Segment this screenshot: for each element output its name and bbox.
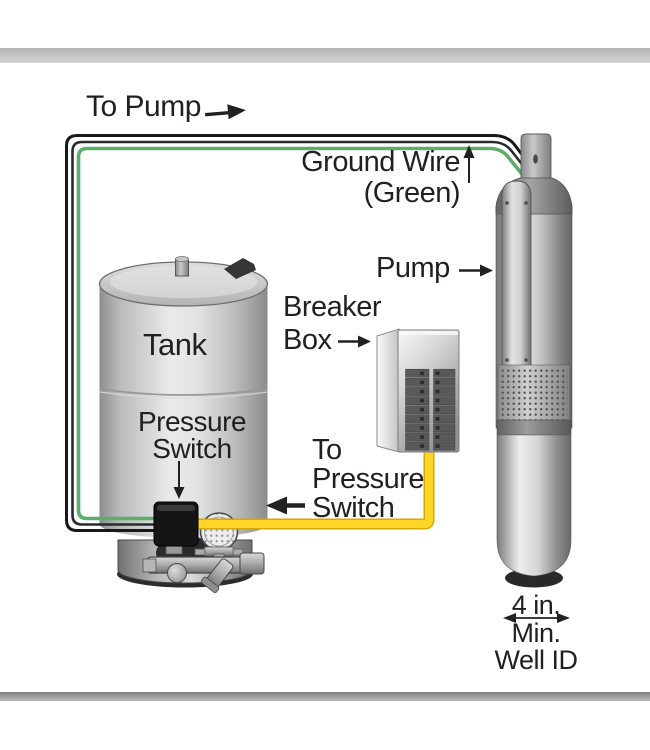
ground-wire-label-line1: Ground Wire [301,146,460,178]
tank-seam [99,388,268,396]
pump-discharge-cap [520,133,552,183]
tank-air-valve [175,256,189,277]
pipe-fitting-right [239,552,265,575]
pressure-switch-arrow-down-icon [173,461,185,499]
pressure-switch-label-line2: Switch [152,433,232,464]
annotation-arrows [173,104,570,623]
to-pressure-switch-label: To Pressure Switch [312,434,425,524]
ground-wire-arrow-up-icon [463,145,475,183]
breaker-box-label-line2: Box [283,324,332,356]
to-pressure-switch-arrow-left-icon [266,496,305,515]
hot-wire-inner [71,140,530,526]
pump-arrow-right-icon [459,264,493,277]
valve-ball [167,563,187,583]
pump-coupling-band [496,419,572,436]
well-width-double-arrow-icon [503,613,570,623]
pressure-switch-box [153,501,199,555]
breaker-box-arrow-right-icon [338,335,371,348]
pump-motor [496,434,572,577]
well-id-label-line1: 4 in. [511,590,561,620]
ground-wire-label: Ground Wire (Green) [250,147,460,209]
pipe-fitting-left [142,558,157,573]
pressure-switch-label: Pressure Switch [112,406,272,464]
breaker-box [376,328,460,453]
well-id-label: 4 in. Min. Well ID [478,590,594,675]
top-divider-band [0,48,650,63]
well-id-label-line2: Min. [511,617,561,648]
ground-wire-label-line2: (Green) [363,177,461,209]
tank-handle [224,258,256,279]
to-pressure-switch-label-line3: Switch [312,492,395,524]
to-pump-label: To Pump [86,90,201,123]
pump-cable-guard [501,180,532,383]
breaker-box-label-line1: Breaker [283,291,382,323]
pump-label: Pump [376,252,450,284]
drain-spout [200,558,234,594]
pump-supply-wires [65,134,534,532]
to-pressure-switch-label-line2: Pressure [312,463,425,495]
to-pump-arrow-right-icon [205,104,246,120]
hot-wire-outer [65,134,534,532]
ground-wire-green [76,146,526,521]
tank-label: Tank [143,327,207,362]
breaker-switches [405,368,456,451]
bottom-divider-band [0,692,650,701]
breaker-box-label: Breaker Box [283,291,382,357]
submersible-pump [495,133,573,588]
pressure-switch-label-line1: Pressure [137,406,247,437]
pressure-switch-wire [197,451,435,530]
to-pressure-switch-label-line1: To [312,434,342,466]
pump-intake-screen [497,364,571,423]
well-id-label-line3: Well ID [494,645,578,675]
